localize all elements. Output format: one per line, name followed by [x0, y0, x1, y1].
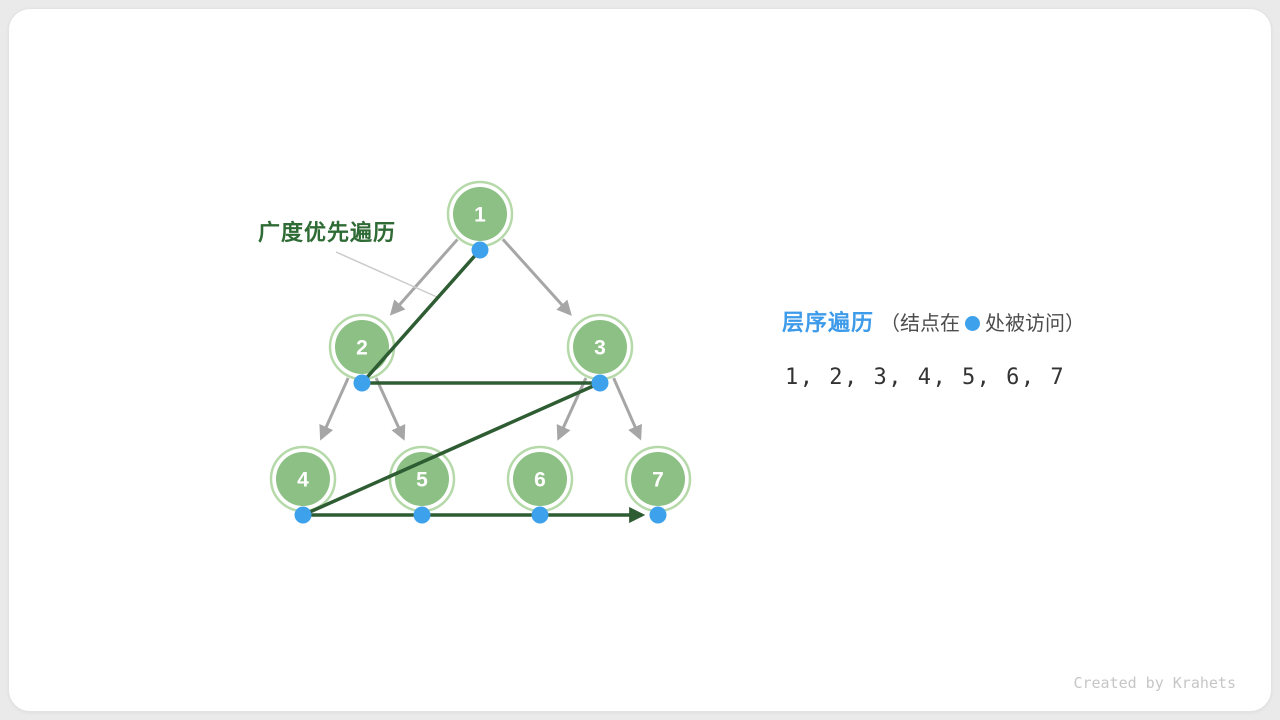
tree-node — [513, 452, 567, 506]
visit-dot — [531, 506, 549, 524]
node-label: 2 — [356, 337, 368, 360]
tree-node — [395, 452, 449, 506]
visit-dot — [353, 374, 371, 392]
tree-edge — [612, 377, 642, 441]
tree-node — [573, 320, 627, 374]
visit-dot — [591, 374, 609, 392]
visit-dot — [413, 506, 431, 524]
node-label: 6 — [534, 469, 546, 492]
legend-title: 层序遍历 — [782, 310, 875, 335]
visit-dot — [649, 506, 667, 524]
page-card — [8, 8, 1272, 712]
tree-node — [453, 187, 507, 241]
node-label: 3 — [594, 337, 606, 360]
visit-dot — [471, 241, 489, 259]
tree-edge — [556, 377, 588, 441]
node-label: 7 — [652, 469, 664, 492]
tree-node — [276, 452, 330, 506]
credit-text: Created by Krahets — [1073, 674, 1236, 692]
visit-dot-inline-icon — [965, 316, 981, 331]
node-label: 1 — [474, 204, 486, 227]
label-pointer-line — [335, 251, 438, 298]
visit-dot — [294, 506, 312, 524]
legend-note-prefix: （结点在 — [880, 313, 961, 335]
tree-edge — [501, 238, 572, 316]
tree-node — [335, 320, 389, 374]
tree-edge — [389, 238, 459, 316]
legend: 层序遍历（结点在 处被访问） — [782, 305, 1085, 337]
legend-note-suffix: 处被访问） — [985, 313, 1086, 335]
tree-node — [631, 452, 685, 506]
tree-edge — [374, 377, 406, 441]
node-label: 5 — [416, 469, 428, 492]
tree-edge — [319, 377, 350, 441]
legend-note: （结点在 处被访问） — [880, 313, 1085, 335]
traversal-sequence: 1, 2, 3, 4, 5, 6, 7 — [785, 365, 1066, 390]
bfs-label: 广度优先遍历 — [258, 220, 397, 245]
node-label: 4 — [297, 469, 309, 492]
